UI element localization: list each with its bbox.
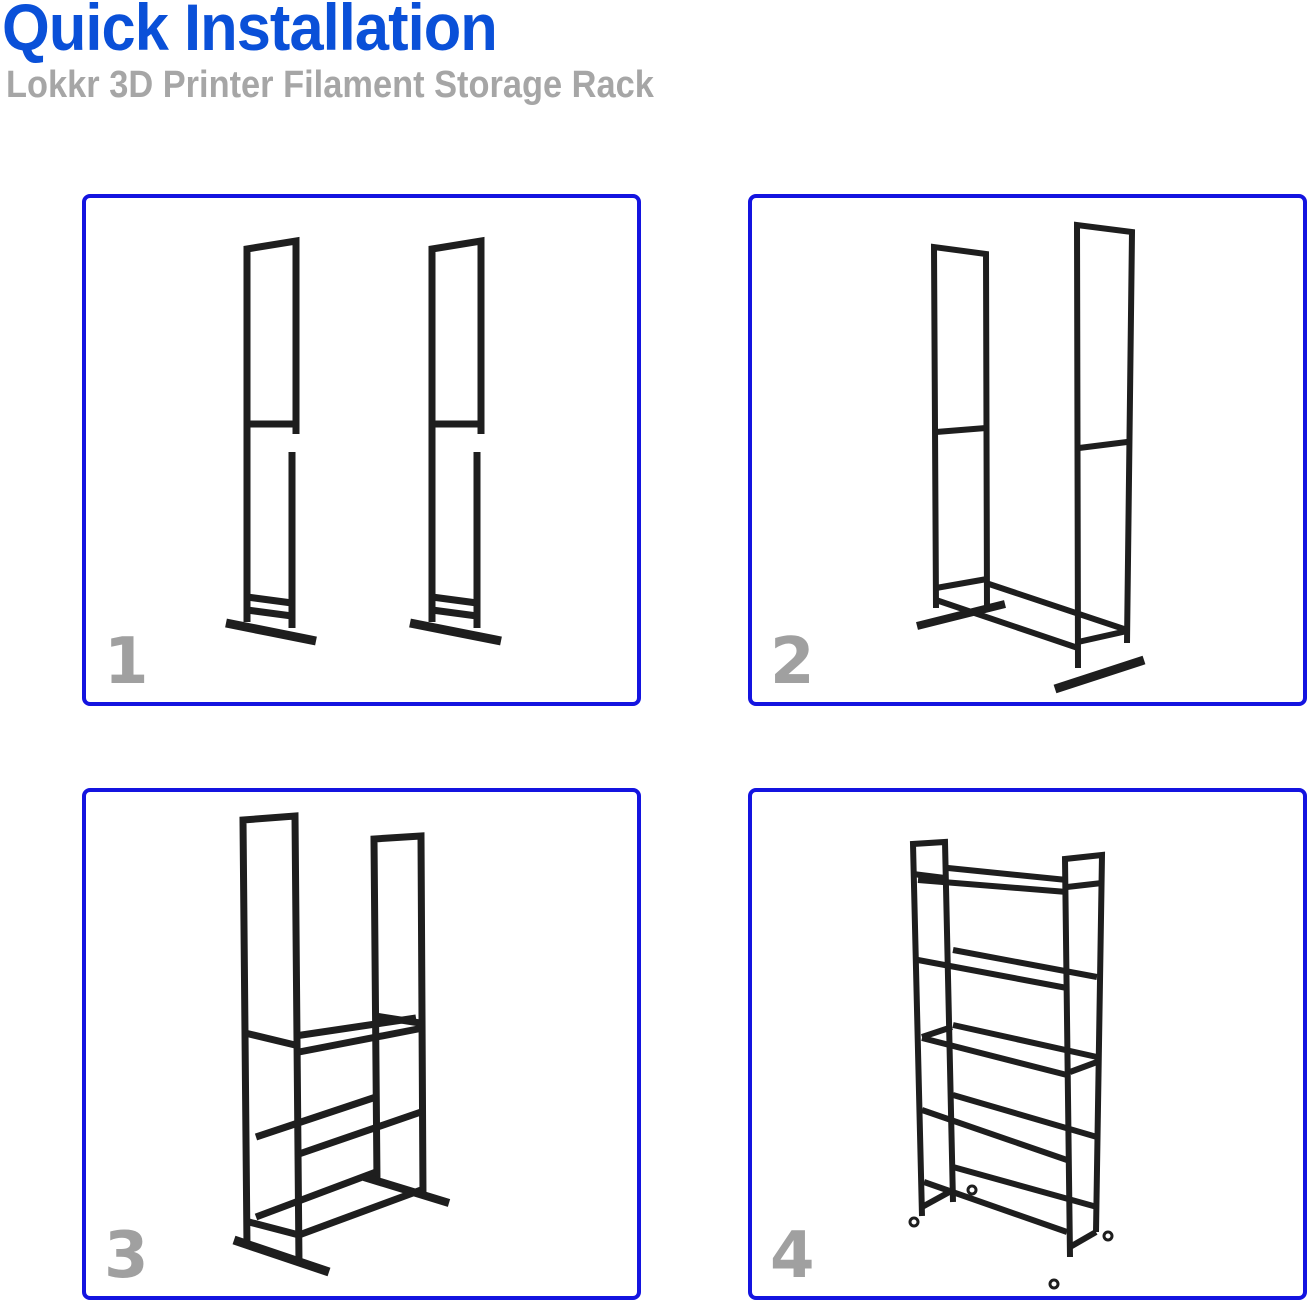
step-number: 1 [104,625,149,699]
step-panel-1: 1 [82,194,641,706]
two-side-frames-separated-icon [225,236,502,646]
page-title: Quick Installation [2,0,498,64]
page-subtitle: Lokkr 3D Printer Filament Storage Rack [6,64,654,106]
rack-with-lower-shelf-bars-icon [232,812,451,1277]
step-number: 2 [770,625,815,699]
step-panel-4: 4 [748,788,1307,1300]
step-number: 4 [770,1219,815,1293]
step-number: 3 [104,1219,149,1293]
fully-assembled-rack-with-casters-icon [908,838,1114,1290]
step-panel-2: 2 [748,194,1307,706]
step-panel-3: 3 [82,788,641,1300]
side-frames-joined-base-bars-icon [916,221,1146,694]
